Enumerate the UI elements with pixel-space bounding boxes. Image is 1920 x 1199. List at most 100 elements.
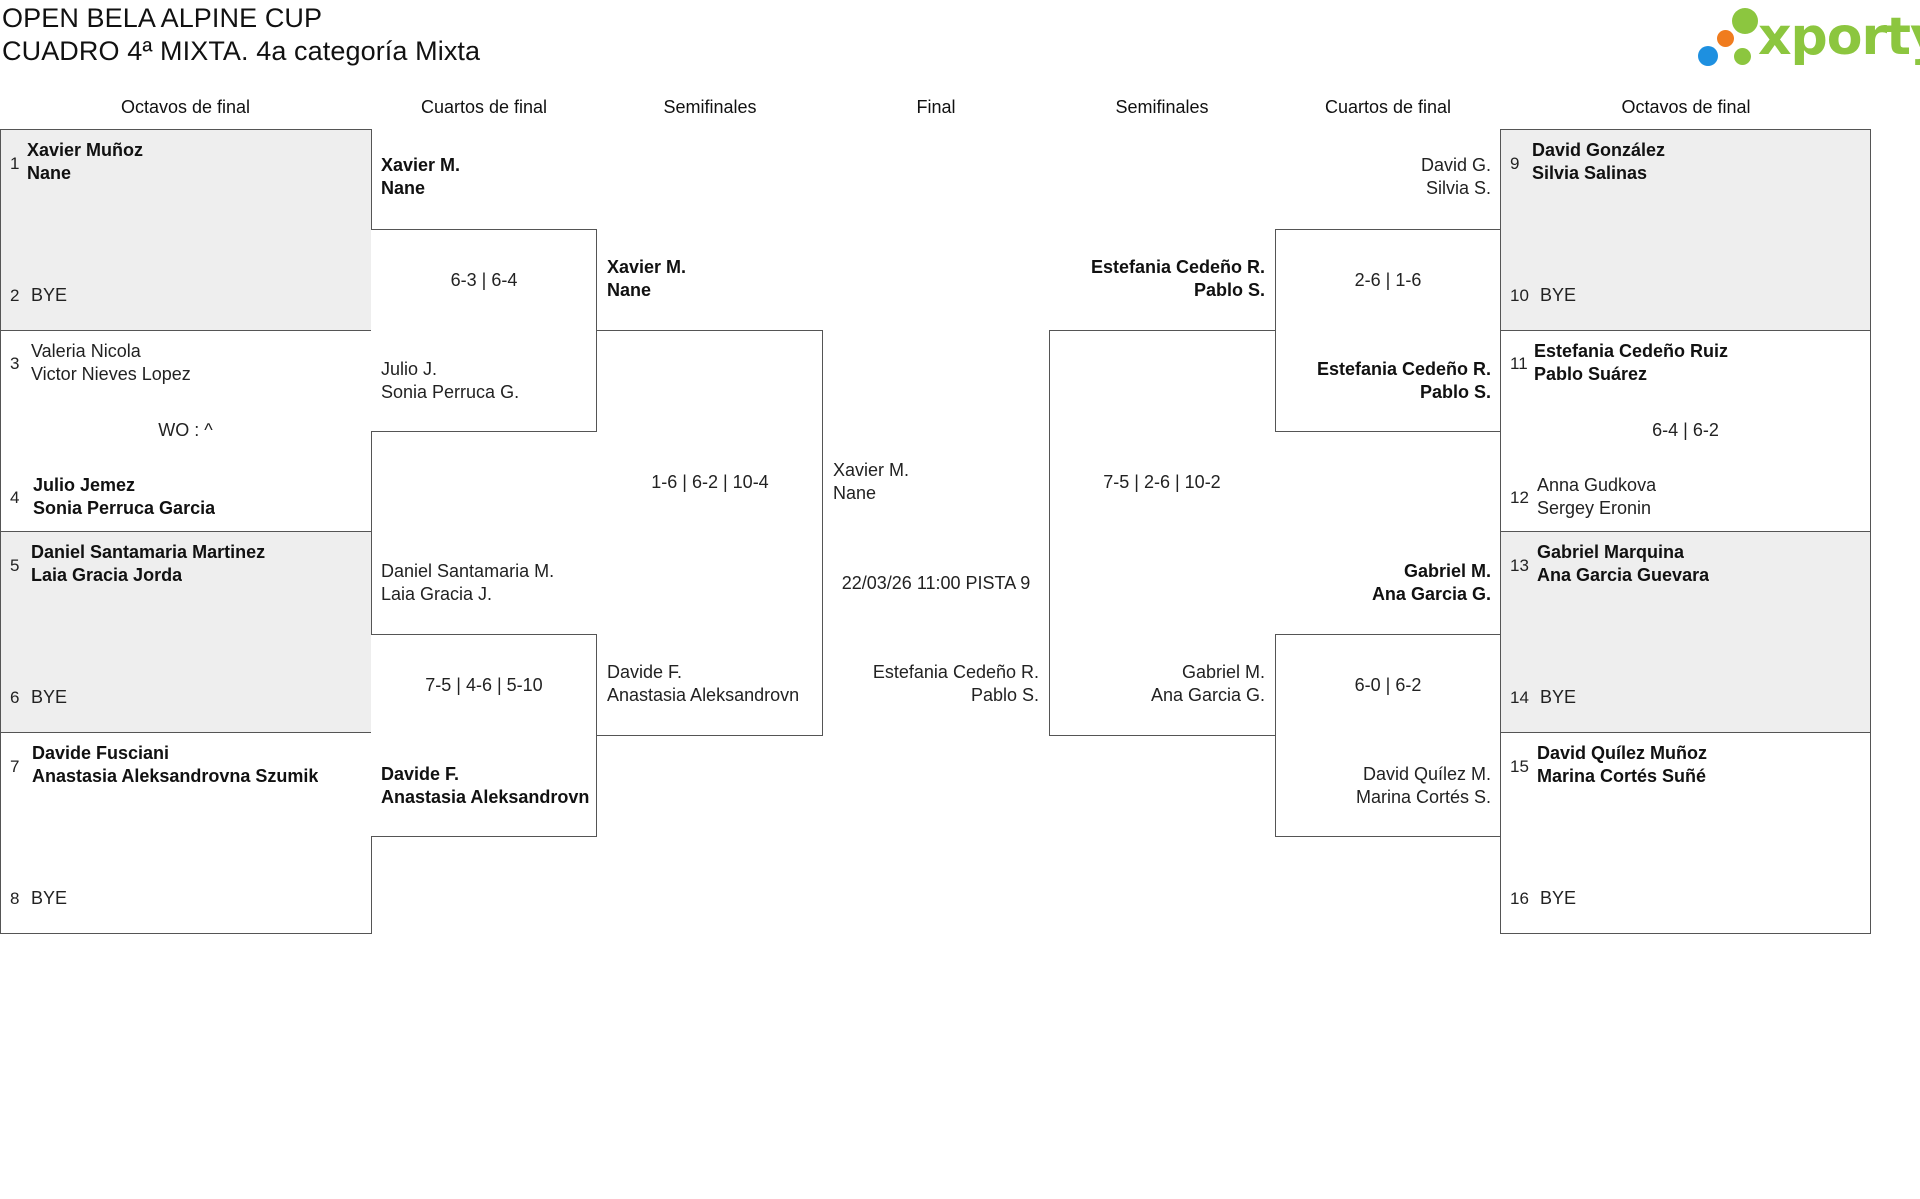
player-name: Ana Garcia G.	[1150, 685, 1265, 705]
final-schedule: 22/03/26 11:00 PISTA 9	[841, 573, 1031, 593]
logo-dot-green-small-icon	[1734, 48, 1751, 65]
right-r16-match-4[interactable]	[1500, 732, 1871, 934]
seed-number: 1	[10, 154, 20, 173]
seed-number: 5	[10, 556, 20, 575]
player-name: Marina Cortés S.	[1355, 787, 1491, 807]
player-name: Davide F.	[381, 764, 460, 784]
logo-dot-blue-icon	[1698, 46, 1718, 66]
player-name: Marina Cortés Suñé	[1537, 766, 1707, 786]
player-name: Anastasia Aleksandrovn	[607, 685, 800, 705]
seed-number: 10	[1510, 286, 1529, 305]
seed-number: 11	[1510, 354, 1528, 373]
draw-subtitle: CUADRO 4ª MIXTA. 4a categoría Mixta	[2, 36, 481, 66]
seed-number: 2	[10, 286, 20, 305]
left-qf-match-1[interactable]	[371, 229, 597, 432]
player-name: Pablo S.	[1193, 280, 1265, 300]
player-name: Daniel Santamaria M.	[381, 561, 555, 581]
player-name: Anastasia Aleksandrovna Szumik	[32, 766, 319, 786]
player-name: Gabriel M.	[1403, 561, 1491, 581]
finalist-name: Nane	[833, 483, 877, 503]
player-name: Pablo Suárez	[1534, 364, 1648, 384]
column-header-right-sf: Semifinales	[1115, 97, 1209, 117]
bye-label: BYE	[1540, 888, 1577, 908]
column-header-right-qf: Cuartos de final	[1324, 97, 1452, 117]
left-qf-match-2[interactable]	[371, 634, 597, 837]
left-sf-match[interactable]	[597, 330, 823, 736]
seed-number: 12	[1510, 488, 1529, 507]
column-header-left-qf: Cuartos de final	[420, 97, 548, 117]
player-name: Pablo S.	[1419, 382, 1491, 402]
seed-number: 8	[10, 889, 20, 908]
match-score: 7-5 | 4-6 | 5-10	[425, 675, 543, 695]
seed-number: 16	[1510, 889, 1529, 908]
column-header-left-r16: Octavos de final	[120, 97, 251, 117]
player-name: Gabriel M.	[1181, 662, 1265, 682]
player-name: David González	[1532, 140, 1666, 160]
right-r16-match-2[interactable]	[1500, 330, 1871, 532]
finalist-name: Estefania Cedeño R.	[872, 662, 1039, 682]
xporty-logo[interactable]: xporty	[1696, 4, 1920, 70]
match-score: 7-5 | 2-6 | 10-2	[1103, 472, 1221, 492]
bye-label: BYE	[1540, 285, 1577, 305]
match-result: WO : ^	[158, 420, 213, 440]
logo-dot-orange-icon	[1717, 30, 1734, 47]
right-qf-match-1[interactable]	[1275, 229, 1501, 432]
finalist-name: Xavier M.	[833, 460, 910, 480]
player-name: Daniel Santamaria Martinez	[31, 542, 266, 562]
player-name: Estefania Cedeño R.	[1316, 359, 1491, 379]
player-name: Nane	[27, 163, 72, 183]
player-name: Sonia Perruca G.	[381, 382, 520, 402]
player-name: Nane	[381, 178, 426, 198]
left-r16-match-4[interactable]	[0, 732, 372, 934]
player-name: Sergey Eronin	[1537, 498, 1652, 518]
bye-label: BYE	[31, 888, 68, 908]
left-r16-match-1[interactable]	[0, 129, 372, 331]
column-header-final: Final	[916, 97, 956, 117]
seed-number: 14	[1510, 688, 1529, 707]
tournament-title: OPEN BELA ALPINE CUP	[2, 3, 323, 33]
match-score: 1-6 | 6-2 | 10-4	[651, 472, 769, 492]
player-name: David G.	[1420, 155, 1491, 175]
player-name: David Quílez M.	[1362, 764, 1491, 784]
match-score: 6-3 | 6-4	[450, 270, 518, 290]
bye-label: BYE	[31, 285, 68, 305]
player-name: Nane	[607, 280, 652, 300]
player-name: Xavier Muñoz	[27, 140, 144, 160]
player-name: Ana Garcia Guevara	[1537, 565, 1710, 585]
player-name: Estefania Cedeño Ruiz	[1534, 341, 1729, 361]
player-name: Julio J.	[381, 359, 438, 379]
player-name: Julio Jemez	[33, 475, 136, 495]
right-r16-match-3[interactable]	[1500, 531, 1871, 733]
match-result: 6-4 | 6-2	[1652, 420, 1719, 440]
seed-number: 13	[1510, 556, 1529, 575]
player-name: Valeria Nicola	[31, 341, 141, 361]
player-name: Estefania Cedeño R.	[1090, 257, 1265, 277]
player-name: Anastasia Aleksandrovn	[381, 787, 590, 807]
seed-number: 7	[10, 757, 20, 776]
logo-wordmark: xporty	[1758, 7, 1920, 67]
bye-label: BYE	[1540, 687, 1577, 707]
seed-number: 4	[10, 488, 20, 507]
seed-number: 6	[10, 688, 20, 707]
match-score: 2-6 | 1-6	[1354, 270, 1422, 290]
column-header-right-r16: Octavos de final	[1621, 97, 1751, 117]
logo-dot-green-icon	[1732, 8, 1758, 34]
match-score: 6-0 | 6-2	[1354, 675, 1422, 695]
player-name: Victor Nieves Lopez	[31, 364, 191, 384]
player-name: Sonia Perruca Garcia	[33, 498, 216, 518]
seed-number: 9	[1510, 154, 1520, 173]
right-qf-match-2[interactable]	[1275, 634, 1501, 837]
player-name: Davide F.	[607, 662, 683, 682]
player-name: Silvia Salinas	[1532, 163, 1648, 183]
right-sf-match[interactable]	[1049, 330, 1275, 736]
seed-number: 3	[10, 354, 20, 373]
player-name: Silvia S.	[1425, 178, 1491, 198]
right-r16-match-1[interactable]	[1500, 129, 1871, 331]
player-name: David Quílez Muñoz	[1537, 743, 1708, 763]
column-header-left-sf: Semifinales	[663, 97, 757, 117]
left-r16-match-2[interactable]	[0, 330, 372, 532]
player-name: Laia Gracia J.	[381, 584, 493, 604]
seed-number: 15	[1510, 757, 1529, 776]
player-name: Ana Garcia G.	[1371, 584, 1491, 604]
player-name: Laia Gracia Jorda	[31, 565, 183, 585]
